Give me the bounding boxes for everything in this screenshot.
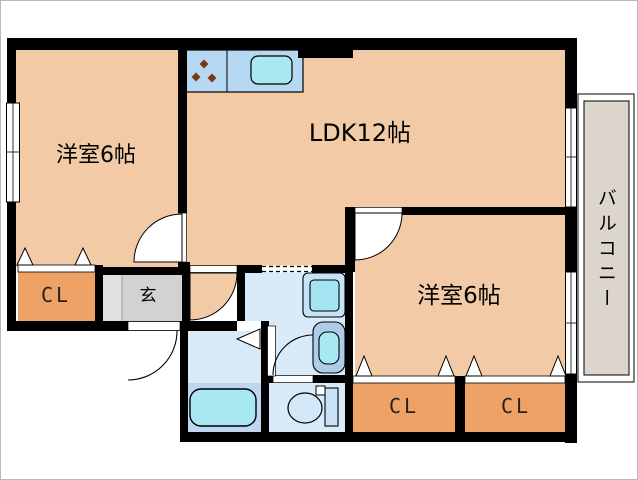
balcony-rail	[577, 93, 635, 383]
window-ldk-balcony	[565, 107, 577, 208]
windows	[6, 102, 577, 375]
entrance-door-gap	[127, 321, 181, 331]
washroom-curtain-opening	[262, 265, 312, 273]
closet-left	[18, 272, 95, 322]
door-arc-bedroom-right	[354, 212, 403, 261]
window-bedroom-right-balcony	[565, 271, 577, 375]
closet-right-1-label: CL	[388, 394, 420, 418]
ldk-label: LDK12帖	[308, 119, 412, 147]
hallway-floor	[187, 207, 345, 267]
fixtures	[189, 272, 346, 427]
folding-door-marker	[355, 354, 373, 377]
toilet-icon	[287, 385, 339, 427]
door-arc-toilet	[272, 334, 314, 376]
door-arc-corridor	[189, 272, 238, 321]
washing-machine-pan-icon	[302, 272, 346, 318]
closet-left-label: CL	[40, 283, 72, 307]
vanity-basin-icon	[312, 321, 346, 374]
kitchen-sink-icon	[250, 55, 293, 85]
folding-door-marker	[16, 246, 34, 266]
bedroom-left-label: 洋室6帖	[56, 143, 136, 168]
folding-door-markers	[16, 246, 567, 377]
stove-burners-icon	[191, 59, 217, 83]
entrance-label: 玄	[139, 286, 157, 306]
folding-door-marker	[549, 354, 567, 377]
closet-tracks	[17, 264, 566, 384]
balcony-deck	[583, 100, 630, 376]
door-swings	[127, 212, 403, 381]
door-arc-entrance	[127, 330, 178, 381]
closet-right-1	[353, 383, 455, 432]
toilet-door-gap	[272, 375, 314, 383]
door-arc-bedroom-left	[133, 213, 183, 263]
folding-door-marker	[74, 246, 92, 266]
folding-door-marker	[437, 354, 455, 377]
folding-door-marker	[465, 354, 483, 377]
closet-right-2-label: CL	[500, 394, 532, 418]
balcony-area	[577, 93, 635, 383]
window-left-bedroom	[6, 102, 20, 203]
bathroom-door-gap	[237, 321, 261, 331]
toilet-door-leaf	[267, 325, 276, 377]
closet-right-2	[465, 383, 565, 432]
bathroom-folding-door-marker	[235, 328, 261, 350]
door-gap-corridor	[189, 265, 238, 273]
floors	[16, 50, 565, 432]
bathtub-icon	[189, 388, 257, 427]
kitchen-counter	[185, 49, 304, 93]
bedroom-right-label: 洋室6帖	[417, 283, 501, 309]
genkan-step	[102, 273, 122, 322]
balcony-label: バルコニー	[594, 187, 617, 313]
